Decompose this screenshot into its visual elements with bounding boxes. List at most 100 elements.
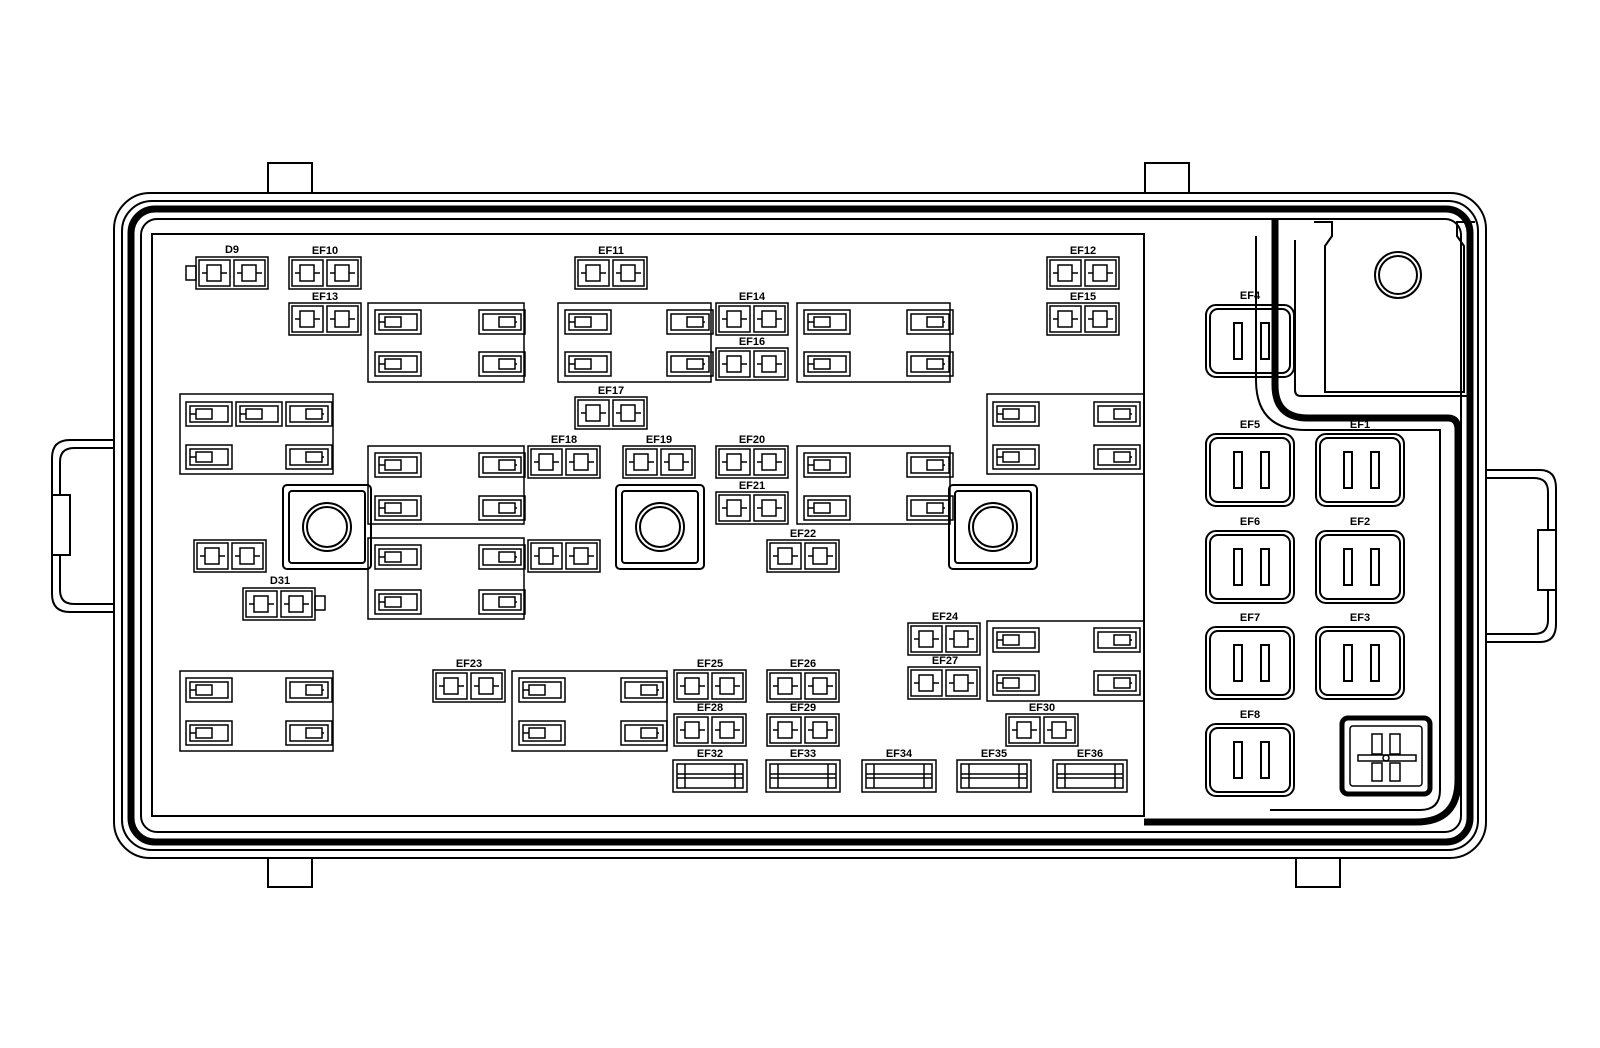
label-ef18: EF18	[551, 434, 577, 446]
fuse-ef25	[673, 669, 747, 703]
relay-terminal	[803, 309, 851, 335]
fuse-ef34	[861, 759, 937, 793]
relay-terminal	[185, 444, 233, 470]
relay-terminal	[564, 309, 612, 335]
relay-terminal	[992, 444, 1040, 470]
fuse-ef6	[1205, 530, 1295, 604]
bolt-post-1	[282, 484, 372, 570]
fuse-ef17	[574, 396, 648, 430]
relay-terminal	[992, 401, 1040, 427]
fuse-ef28	[673, 713, 747, 747]
fuse-ef13	[288, 302, 362, 336]
relay-terminal	[992, 670, 1040, 696]
bolt-post-2	[615, 484, 705, 570]
label-ef24: EF24	[932, 611, 959, 623]
relay-terminal	[518, 720, 566, 746]
fuse-ef33	[765, 759, 841, 793]
fuse-d9	[195, 256, 269, 290]
label-ef1: EF1	[1350, 419, 1370, 431]
fuse-ef20	[715, 445, 789, 479]
bolt-posts	[282, 484, 1038, 570]
latch-right	[1483, 469, 1557, 643]
label-ef34: EF34	[886, 748, 913, 760]
label-ef8: EF8	[1240, 709, 1260, 721]
relay-terminal	[235, 401, 283, 427]
label-ef16: EF16	[739, 336, 765, 348]
relay-terminal	[478, 544, 526, 570]
relay-terminal	[374, 589, 422, 615]
housing-rim	[121, 200, 1479, 851]
relay-terminal	[285, 677, 333, 703]
label-ef28: EF28	[697, 702, 723, 714]
mounting-tab-bottom-left	[267, 854, 313, 888]
mounting-tab-bottom-right	[1295, 854, 1341, 888]
label-ef10: EF10	[312, 245, 338, 257]
label-ef20: EF20	[739, 434, 765, 446]
relay-terminal	[374, 495, 422, 521]
label-ef3: EF3	[1350, 612, 1370, 624]
relay-terminal	[185, 720, 233, 746]
label-d9: D9	[225, 244, 239, 256]
fuse-ef1	[1315, 433, 1405, 507]
relay-terminal	[478, 495, 526, 521]
fuse-ef36	[1052, 759, 1128, 793]
fuse-ef18	[527, 445, 601, 479]
label-ef5: EF5	[1240, 419, 1260, 431]
relay-terminal	[285, 401, 333, 427]
label-ef4: EF4	[1240, 290, 1261, 302]
bolt-cover	[1314, 221, 1475, 393]
relay-terminal	[285, 444, 333, 470]
fuse-ef27	[907, 666, 981, 700]
relay-terminal	[992, 627, 1040, 653]
fuse-ef32	[672, 759, 748, 793]
fuse-ef16	[715, 347, 789, 381]
relay-block-8	[367, 537, 525, 620]
relay-block-3	[796, 302, 951, 383]
relay-block-5	[986, 393, 1145, 475]
relay-terminal	[1093, 401, 1141, 427]
fuse-ef22	[766, 539, 840, 573]
fuse-ef15	[1046, 302, 1120, 336]
relay-terminal	[285, 720, 333, 746]
relay-terminal	[906, 495, 954, 521]
label-ef29: EF29	[790, 702, 816, 714]
relay-terminal	[478, 589, 526, 615]
relay-terminal	[185, 677, 233, 703]
relay-terminal	[1093, 444, 1141, 470]
main-panel	[151, 233, 1145, 817]
label-ef35: EF35	[981, 748, 1007, 760]
maxi-fuses	[1205, 304, 1405, 797]
mini-fuses	[185, 256, 1120, 747]
label-ef32: EF32	[697, 748, 723, 760]
label-ef2: EF2	[1350, 516, 1370, 528]
fuse-ef8	[1205, 723, 1295, 797]
relay-terminals	[185, 309, 1141, 746]
fuse-ef14	[715, 302, 789, 336]
mounting-tab-top-left	[267, 162, 313, 196]
label-ef27: EF27	[932, 655, 958, 667]
relay-compartment-wall	[1144, 219, 1462, 826]
label-ef7: EF7	[1240, 612, 1260, 624]
relay-blocks	[179, 302, 1145, 752]
fuse-ef29	[766, 713, 840, 747]
relay-terminal	[1093, 670, 1141, 696]
relay-terminal	[564, 351, 612, 377]
relay-terminal	[666, 309, 714, 335]
relay-terminal	[478, 309, 526, 335]
relay-block-10	[179, 670, 334, 752]
relay-terminal	[185, 401, 233, 427]
label-ef11: EF11	[598, 245, 624, 257]
label-ef36: EF36	[1077, 748, 1103, 760]
relay-terminal	[374, 452, 422, 478]
relay-terminal	[620, 677, 668, 703]
fuse-ef24	[907, 622, 981, 656]
labels: D9 EF10 EF11 EF12 EF13 EF14 EF15 EF16 EF…	[225, 244, 1370, 760]
fuse-ef26	[766, 669, 840, 703]
relay-terminal	[374, 544, 422, 570]
fuse-ef3	[1315, 626, 1405, 700]
relay-block-7	[796, 445, 951, 525]
fuse-ef19	[622, 445, 696, 479]
relay-block-4	[179, 393, 334, 475]
